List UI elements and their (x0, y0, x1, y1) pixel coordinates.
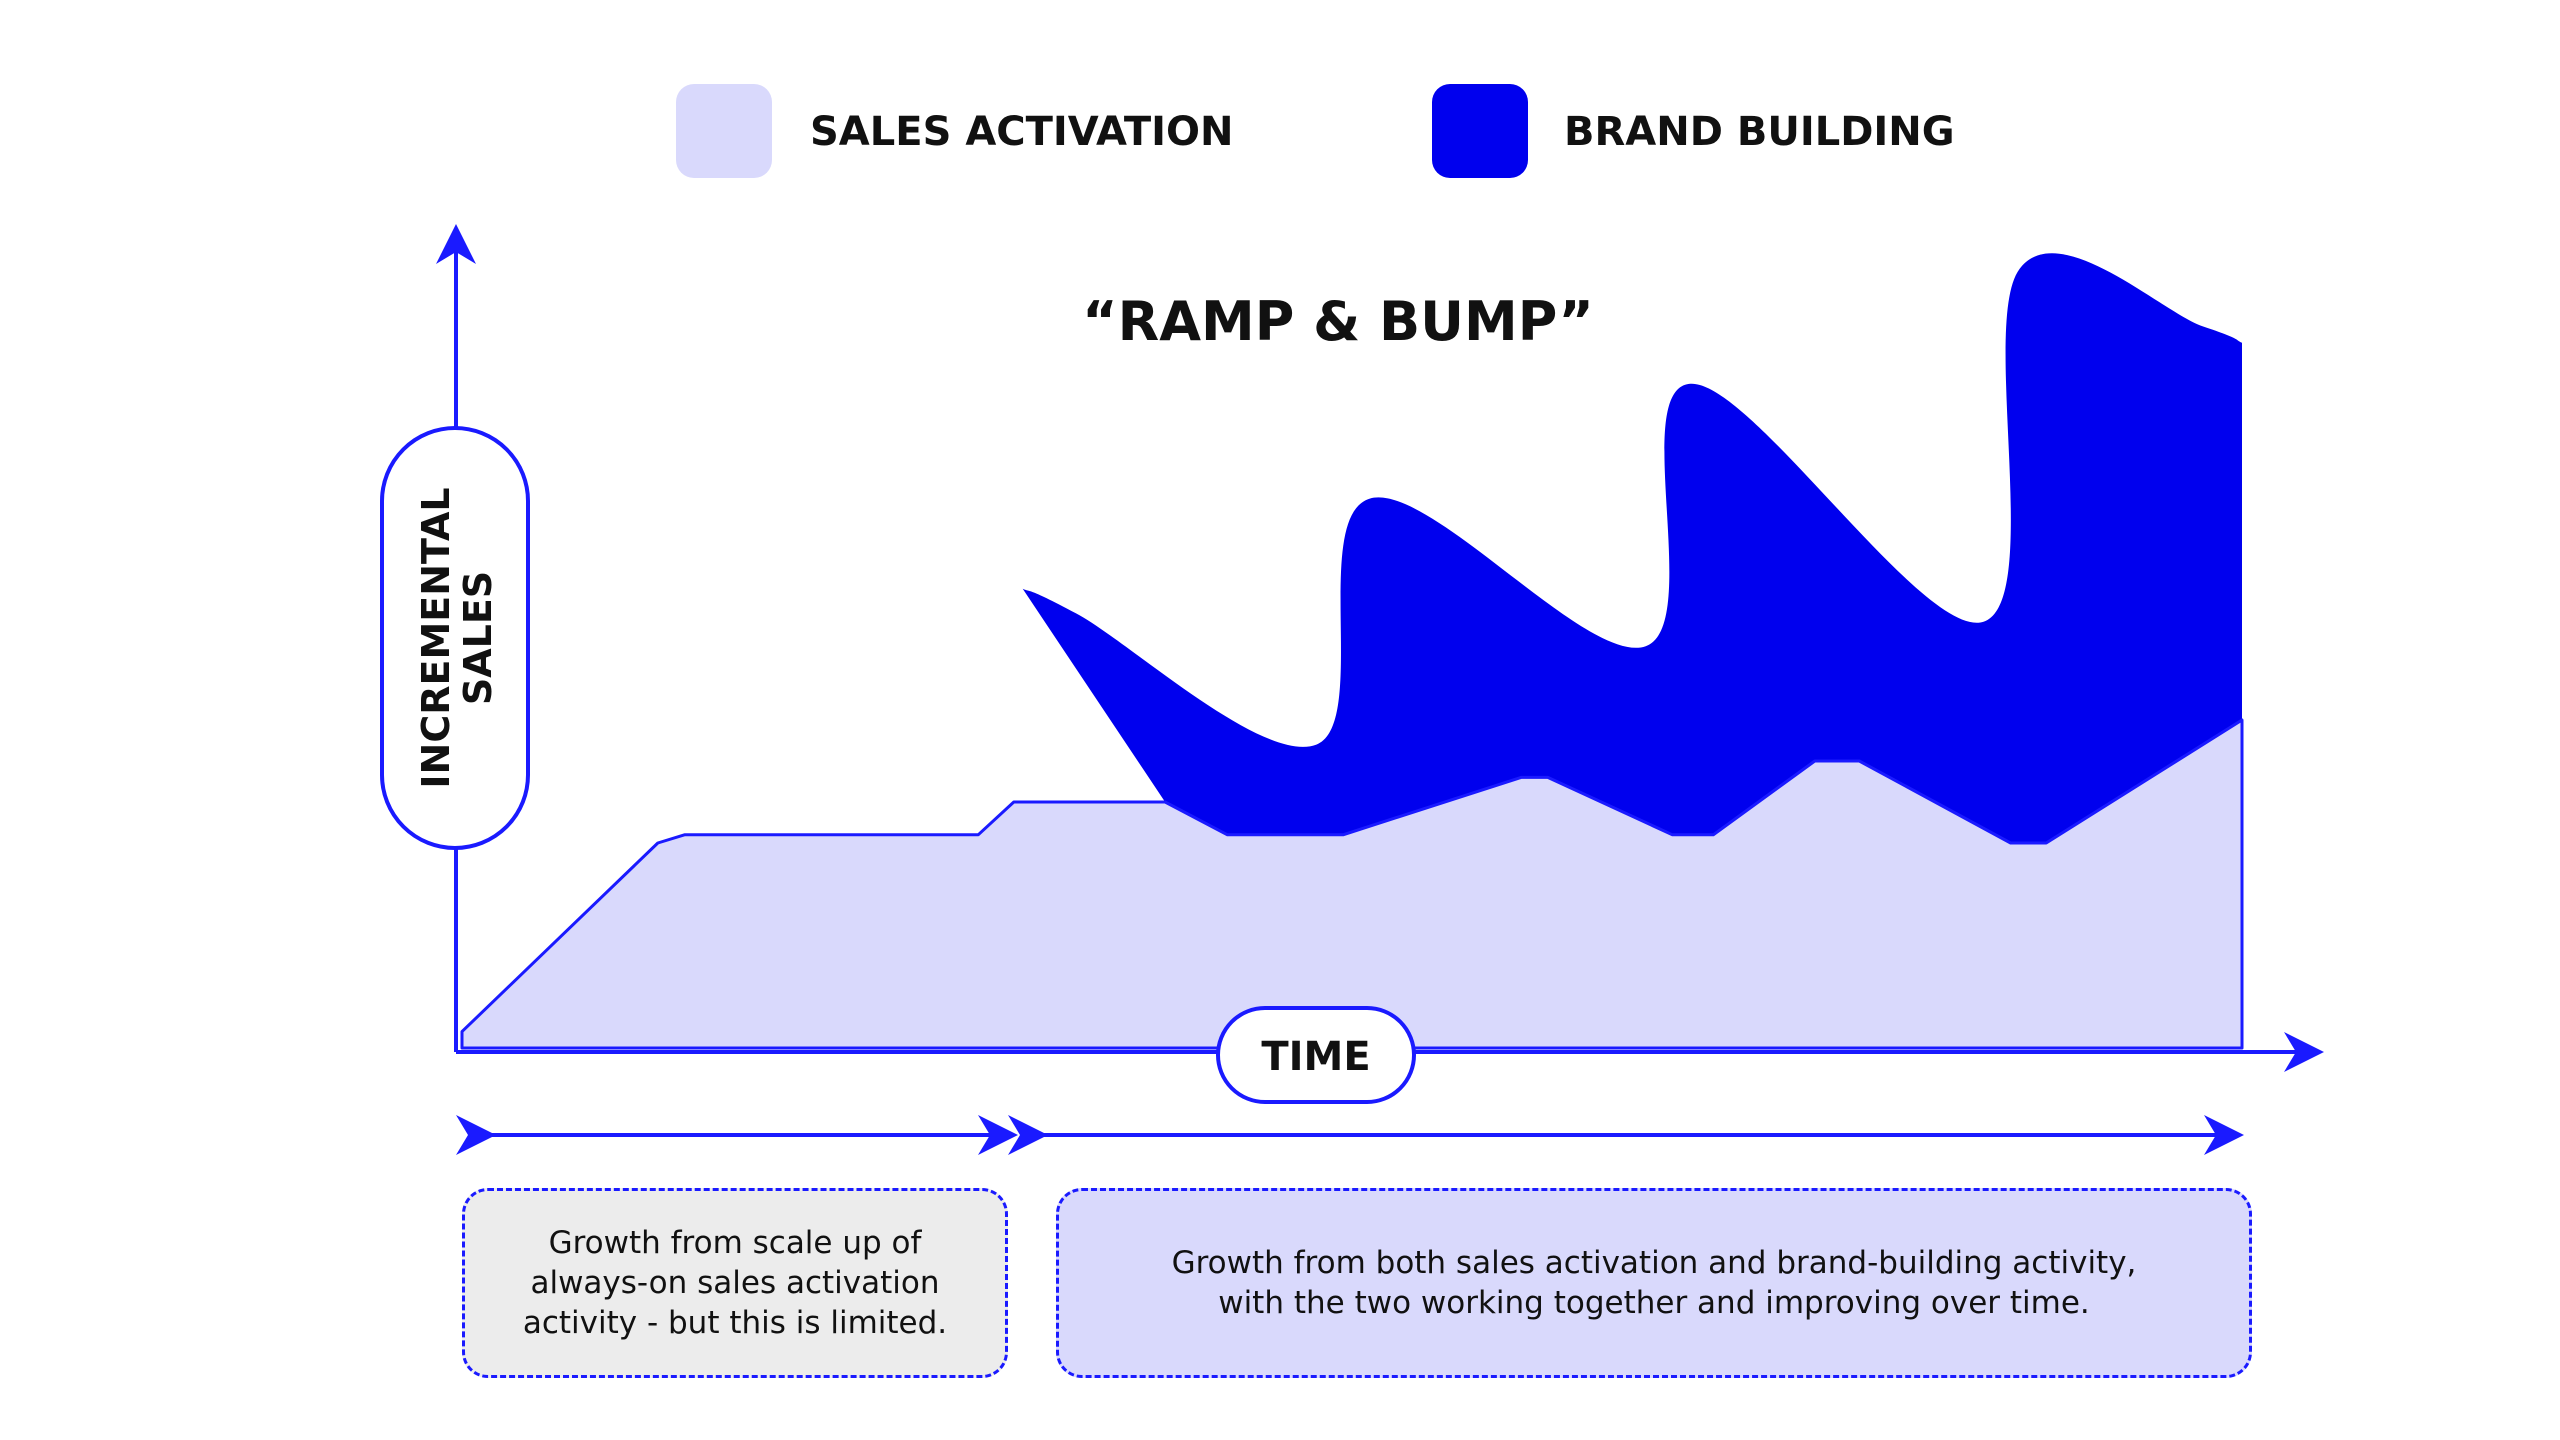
legend-label-sales-activation: SALES ACTIVATION (810, 109, 1234, 155)
note-left-text: Growth from scale up of always-on sales … (522, 1225, 948, 1341)
note-left-period: Growth from scale up of always-on sales … (462, 1188, 1008, 1378)
x-axis-label: TIME (1261, 1034, 1370, 1080)
x-axis-label-pill (1216, 1006, 1416, 1104)
y-axis-label-pill (380, 426, 530, 850)
chart-title: “RAMP & BUMP” (1082, 290, 1594, 353)
y-axis-label-group: INCREMENTAL SALES (414, 487, 500, 788)
legend-label-brand-building: BRAND BUILDING (1564, 109, 1955, 155)
y-axis-label-line-2: SALES (456, 571, 500, 705)
area-brand-building (1022, 253, 2243, 843)
area-sales-activation (460, 718, 2244, 1050)
data-areas (460, 253, 2244, 1050)
y-axis-label-line-1: INCREMENTAL (414, 487, 458, 788)
legend-swatch-sales-activation (676, 84, 772, 178)
note-right-period: Growth from both sales activation and br… (1056, 1188, 2252, 1378)
note-right-text: Growth from both sales activation and br… (1171, 1245, 2137, 1321)
legend-swatch-brand-building (1432, 84, 1528, 178)
